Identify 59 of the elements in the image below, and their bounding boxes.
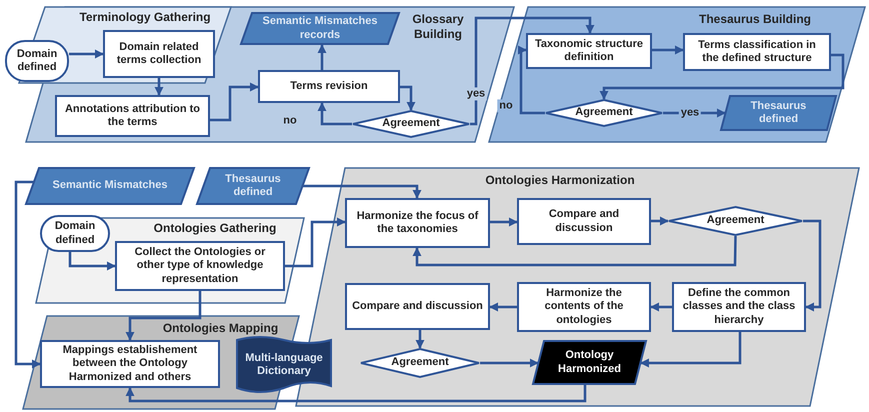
- connector-arrow: [126, 291, 202, 341]
- phase-title: Ontologies Mapping: [162, 321, 280, 336]
- decision-diamond: Agreement: [360, 348, 480, 378]
- terminal-pill: Domain defined: [5, 40, 69, 82]
- process-box: Domain related terms collection: [103, 30, 215, 78]
- edge-label: no: [497, 99, 515, 113]
- phase-area: [488, 6, 866, 143]
- phase-title: Ontologies Gathering: [152, 221, 278, 236]
- decision-diamond: Agreement: [545, 99, 663, 127]
- process-box: Terms classification in the defined structure: [683, 33, 831, 71]
- process-box: Annotations attribution to the terms: [55, 95, 210, 137]
- connector-arrow: [303, 184, 422, 199]
- phase-area: [35, 217, 305, 304]
- phase-title: Terminology Gathering: [78, 10, 212, 25]
- connector-arrow: [68, 252, 116, 270]
- process-box: Taxonomic structure definition: [526, 33, 652, 69]
- process-box: Define the common classes and the class hierarchy: [672, 282, 806, 332]
- phase-title: Ontologies Harmonization: [484, 173, 636, 188]
- phase-title: Thesaurus Building: [698, 12, 812, 27]
- phase-title: Glossary Building: [411, 12, 465, 42]
- connector-arrow: [489, 302, 517, 312]
- connector-arrow: [480, 358, 539, 368]
- connector-arrow: [210, 82, 259, 122]
- edge-label: yes: [464, 87, 488, 101]
- process-box: Mappings establishement between the Ontology Harmonized and others: [40, 340, 220, 388]
- process-box: Collect the Ontologies or other type of knowledge representation: [115, 241, 285, 291]
- connector-arrow: [285, 218, 346, 268]
- connector-arrow: [652, 46, 684, 54]
- connector-arrow: [400, 86, 416, 111]
- connector-arrow: [126, 385, 586, 402]
- connector-arrow: [318, 102, 352, 126]
- process-box: Harmonize the contents of the ontologies: [517, 282, 651, 332]
- connector-arrow: [650, 302, 672, 312]
- connector-arrow: [600, 54, 844, 100]
- document-shape: Multi-language Dictionary: [236, 336, 332, 394]
- decision-diamond: Agreement: [352, 110, 470, 138]
- connector-arrow: [470, 16, 594, 126]
- connector-arrow: [651, 216, 669, 226]
- connector-arrow: [14, 180, 41, 368]
- terminal-pill: Domain defined: [40, 215, 110, 252]
- decision-diamond: Agreement: [668, 206, 803, 236]
- process-box: Terms revision: [258, 70, 400, 103]
- data-parallelogram: Semantic Mismatches: [25, 167, 195, 205]
- connector-arrow: [412, 236, 737, 266]
- connector-arrow: [318, 44, 326, 70]
- connector-arrow: [803, 220, 822, 312]
- data-parallelogram: Thesaurus defined: [720, 95, 837, 131]
- data-parallelogram: Semantic Mismatches records: [240, 12, 400, 45]
- connector-arrow: [518, 46, 545, 114]
- connector-arrow: [69, 50, 104, 58]
- connector-arrow: [154, 78, 164, 96]
- connector-arrow: [416, 330, 424, 349]
- connector-arrow: [640, 332, 742, 368]
- process-box: Harmonize the focus of the taxonomies: [345, 198, 490, 248]
- process-box: Compare and discussion: [345, 283, 490, 330]
- data-parallelogram: Thesaurus defined: [196, 167, 310, 205]
- data-parallelogram: Ontology Harmonized: [532, 340, 647, 385]
- connector-arrow: [490, 218, 518, 226]
- process-box: Compare and discussion: [517, 198, 651, 245]
